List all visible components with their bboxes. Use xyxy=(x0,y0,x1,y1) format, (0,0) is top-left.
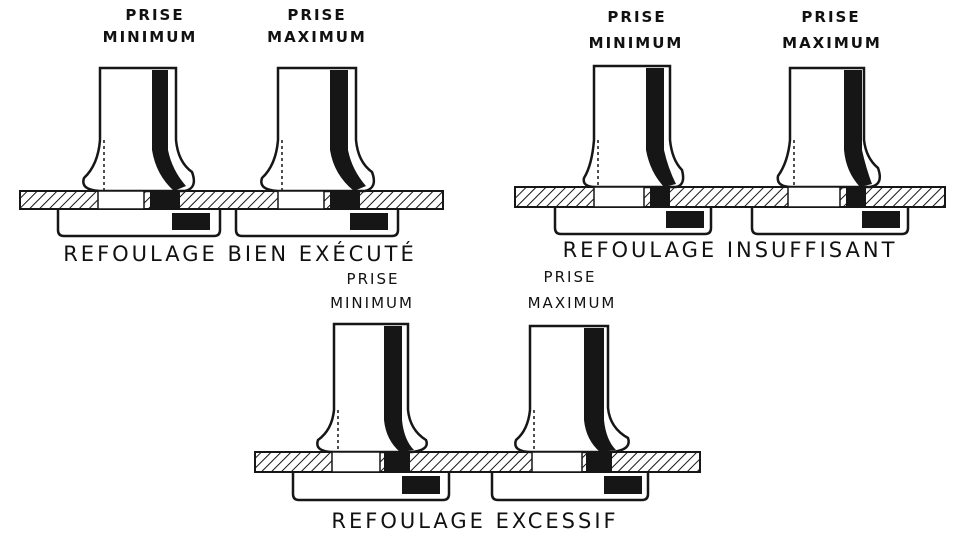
caption-refoulage-insuffisant: REFOULAGE INSUFFISANT xyxy=(562,238,898,262)
label-prise: PRISE xyxy=(346,270,400,288)
rivet-minimum xyxy=(316,322,428,473)
rivet-minimum xyxy=(82,66,196,210)
label-maximum: MAXIMUM xyxy=(267,28,367,46)
sheet-plate xyxy=(254,451,701,473)
rivet-maximum xyxy=(514,324,630,473)
label-maximum: MAXIMUM xyxy=(527,294,617,312)
group-refoulage-excessif xyxy=(254,322,701,502)
label-minimum: MINIMUM xyxy=(588,34,684,52)
caption-refoulage-excessif: REFOULAGE EXCESSIF xyxy=(331,509,619,533)
label-prise: PRISE xyxy=(801,8,861,26)
label-prise: PRISE xyxy=(543,268,597,286)
bucking-bar-right xyxy=(490,472,650,502)
label-prise: PRISE xyxy=(287,6,347,24)
rivet-maximum xyxy=(776,66,881,208)
label-minimum: MINIMUM xyxy=(330,294,414,312)
bucking-bar-left xyxy=(291,472,451,502)
sheet-plate xyxy=(19,190,444,210)
caption-bien-execute: REFOULAGE BIEN EXÉCUTÉ xyxy=(63,242,417,266)
group-refoulage-insuffisant xyxy=(514,64,946,236)
bucking-bar-left xyxy=(56,209,222,238)
bucking-bar-right xyxy=(750,207,910,236)
bucking-bar-right xyxy=(234,209,400,238)
bucking-bar-left xyxy=(553,207,713,236)
rivet-minimum xyxy=(582,64,685,208)
group-bien-execute xyxy=(19,66,444,238)
sheet-plate xyxy=(514,186,946,208)
rivet-maximum xyxy=(260,66,376,210)
label-minimum: MINIMUM xyxy=(102,28,198,46)
label-maximum: MAXIMUM xyxy=(782,34,882,52)
label-prise: PRISE xyxy=(607,8,667,26)
label-prise: PRISE xyxy=(125,6,185,24)
